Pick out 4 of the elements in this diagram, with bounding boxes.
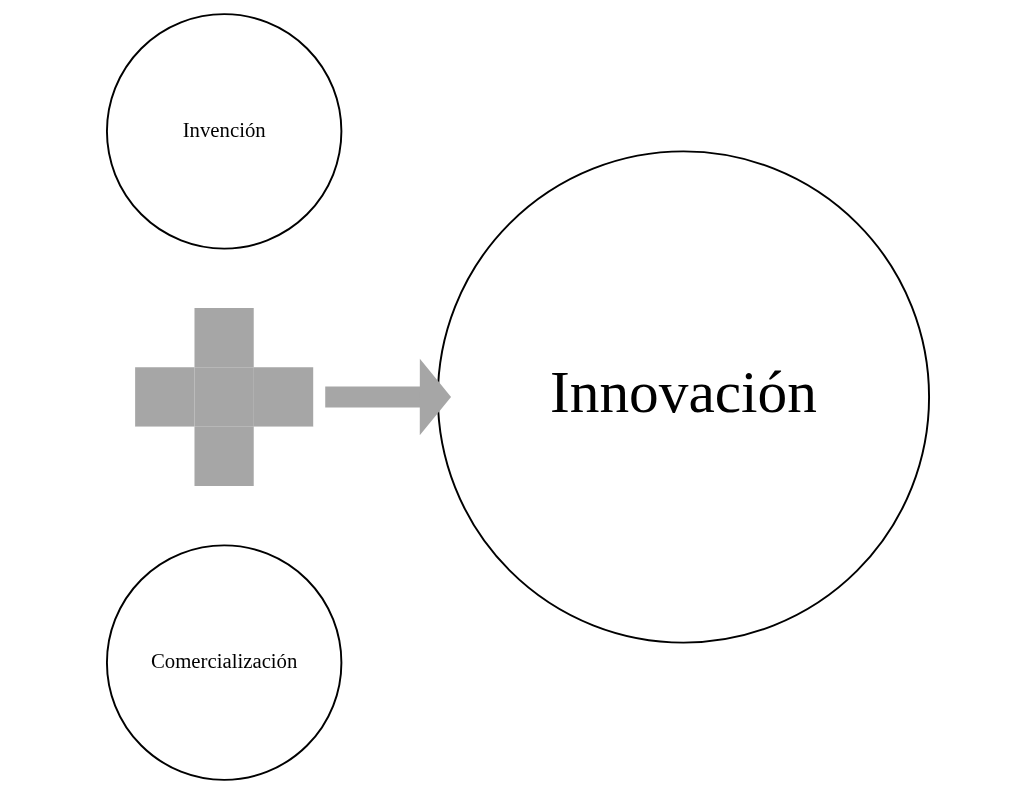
node-circle: Invención	[105, 13, 343, 250]
arrow	[325, 358, 452, 436]
node-circle: Innovación	[436, 150, 931, 644]
node-circle: Comercialización	[105, 544, 343, 781]
